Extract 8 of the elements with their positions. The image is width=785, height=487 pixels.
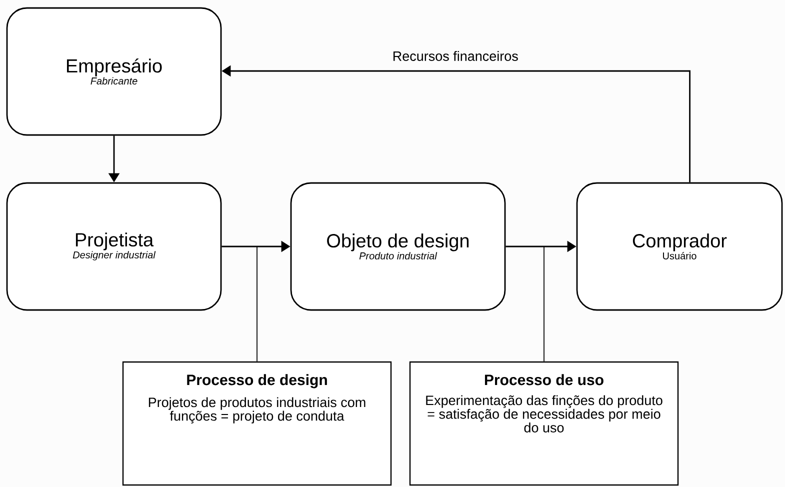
leader-line [256,246,258,362]
process-box: Processo de design Projetos de produtos industriais com funções = projeto de conduta [122,361,392,486]
process-box: Processo de uso Experimentação das finções do produto = satisfação de necessidades por meio do uso [409,361,679,486]
actor-box: Comprador Usuário [576,182,783,311]
actor-box: Empresário Fabricante [6,7,222,136]
actor-box: Objeto de design Produto industrial [290,182,506,311]
actor-box: Projetista Designer industrial [6,182,222,311]
edge-label: Recursos financeiros [394,51,518,61]
